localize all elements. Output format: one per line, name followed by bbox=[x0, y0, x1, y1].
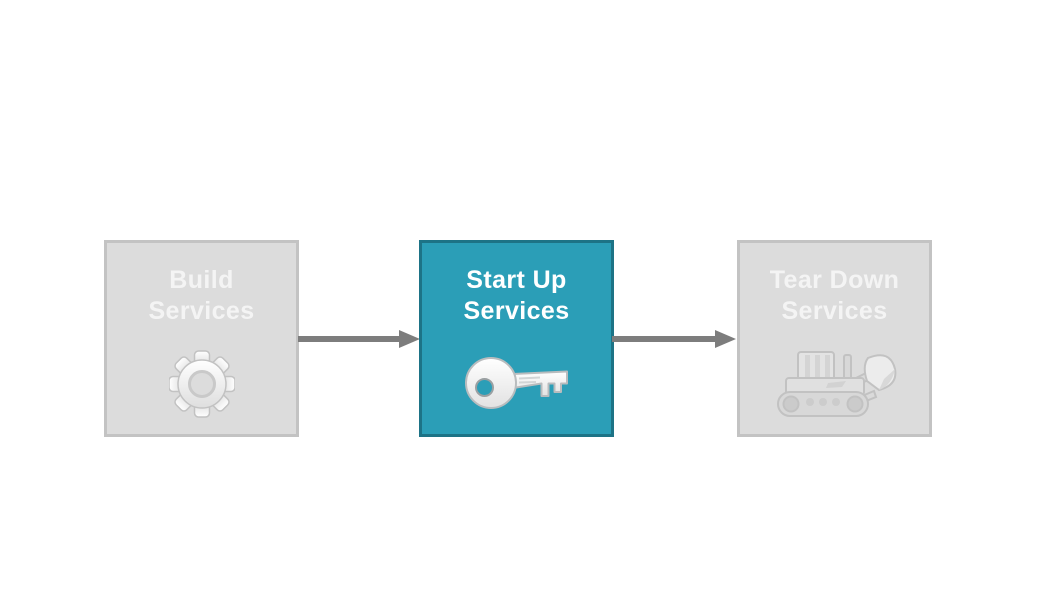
key-icon bbox=[464, 357, 568, 409]
step-label: Tear Down Services bbox=[769, 266, 900, 325]
bulldozer-icon bbox=[776, 351, 896, 417]
step-tear-down-services: Tear Down Services bbox=[737, 240, 932, 437]
flow-arrow-build-to-startup bbox=[298, 330, 420, 348]
step-label: Start Up Services bbox=[463, 266, 570, 325]
gear-icon bbox=[168, 350, 235, 418]
step-build-services: Build Services bbox=[104, 240, 299, 437]
step-start-up-services: Start Up Services bbox=[419, 240, 614, 437]
flow-arrow-startup-to-teardown bbox=[612, 330, 736, 348]
step-label: Build Services bbox=[148, 266, 255, 325]
